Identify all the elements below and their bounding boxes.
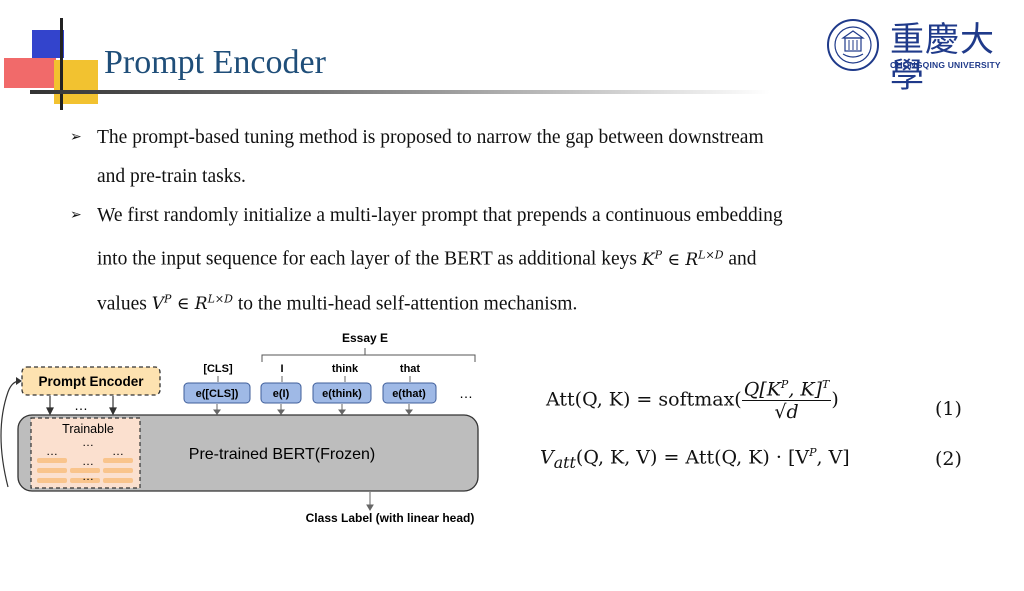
embedding-i-label: e(I) <box>273 388 290 400</box>
token-that: that <box>400 363 421 375</box>
feedback-arrow <box>0 380 21 488</box>
header-horizontal-line <box>30 90 770 94</box>
embedding-cls <box>183 382 251 404</box>
bullet-1-line-1: The prompt-based tuning method is propos… <box>97 127 764 148</box>
trainable-box <box>30 417 141 489</box>
embedding-think-label: e(think) <box>322 388 362 400</box>
embedding-that <box>382 382 437 404</box>
math-value-symbol: VP ∈ RL×D <box>151 292 233 315</box>
trainable-ellipsis: … <box>82 435 94 449</box>
prompt-encoder-label: Prompt Encoder <box>38 374 144 389</box>
trainable-ellipsis: … <box>46 444 58 458</box>
trainable-label: Trainable <box>62 422 114 436</box>
trainable-ellipsis: … <box>82 469 94 483</box>
trainable-prompt-bars <box>37 458 133 483</box>
slide-title: Prompt Encoder <box>104 44 326 81</box>
equation-2-number: (2) <box>935 448 962 470</box>
token-cls: [CLS] <box>203 363 233 375</box>
arrow-bullet-icon: ➢ <box>70 208 82 223</box>
essay-bracket <box>261 354 476 362</box>
bullet-2-line-1: We first randomly initialize a multi-lay… <box>97 205 783 226</box>
logo-chinese-name: 重慶大學 <box>890 20 995 96</box>
prompt-ellipsis: … <box>74 397 88 413</box>
header-decor-blue <box>32 30 64 58</box>
embedding-that-label: e(that) <box>392 388 426 400</box>
bullet-item-2: ➢ We first randomly initialize a multi-l… <box>70 196 910 324</box>
equation-1-fraction: Q[KP, K]T√d <box>741 378 832 424</box>
header-decor-red <box>4 58 56 88</box>
embedding-ellipsis: … <box>459 385 473 401</box>
embedding-think <box>312 382 372 404</box>
trainable-ellipsis: … <box>82 454 94 468</box>
equation-1: Att(Q, K) = softmax(Q[KP, K]T√d) <box>546 378 839 423</box>
equation-1-rhs: ) <box>831 388 839 411</box>
university-seal-icon <box>827 19 879 71</box>
class-label: Class Label (with linear head) <box>306 511 475 525</box>
embedding-cls-label: e([CLS]) <box>196 388 239 400</box>
header-vertical-line <box>60 18 63 110</box>
equation-1-lhs: Att(Q, K) = softmax( <box>546 388 742 411</box>
bullet-1-line-2: and pre-train tasks. <box>97 166 246 187</box>
bullet-2-line-3-end: to the multi-head self-attention mechani… <box>237 293 578 315</box>
equation-2-lhs: V <box>540 446 554 469</box>
bullet-2-line-2-text: into the input sequence for each layer o… <box>97 248 637 270</box>
bullet-2-line-3-text: values <box>97 293 147 315</box>
bullet-item-1: ➢ The prompt-based tuning method is prop… <box>70 118 910 196</box>
equation-2-end: , V] <box>816 446 850 469</box>
bert-label: Pre-trained BERT(Frozen) <box>189 446 375 463</box>
bullet-2-line-2: into the input sequence for each layer o… <box>97 235 910 280</box>
equation-2-body: (Q, K, V) = Att(Q, K) · [V <box>575 446 810 469</box>
bullet-list: ➢ The prompt-based tuning method is prop… <box>70 118 910 324</box>
token-think: think <box>332 363 359 375</box>
equation-2: Vatt(Q, K, V) = Att(Q, K) · [VP, V] <box>540 446 850 473</box>
embedding-i <box>260 382 302 404</box>
token-i: I <box>280 363 283 375</box>
arrow-bullet-icon: ➢ <box>70 130 82 145</box>
logo-english-name: CHONGQING UNIVERSITY <box>890 60 1001 70</box>
equation-1-number: (1) <box>935 398 962 420</box>
bullet-2-line-2-end: and <box>723 248 757 270</box>
trainable-ellipsis: … <box>112 444 124 458</box>
essay-label: Essay E <box>342 331 388 345</box>
bullet-2-line-3: values VP ∈ RL×D to the multi-head self-… <box>97 280 910 325</box>
prompt-encoder-box <box>21 366 161 396</box>
prompt-encoder-diagram: Essay E [CLS] I think that e([CLS]) e(I)… <box>0 331 479 525</box>
math-key-symbol: KP ∈ RL×D <box>641 248 724 270</box>
